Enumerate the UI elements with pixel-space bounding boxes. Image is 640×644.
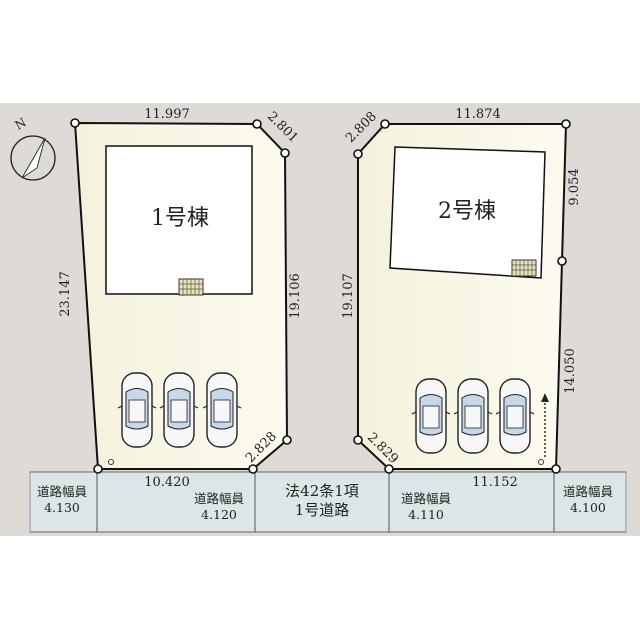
outdoor-unit-icon (511, 259, 537, 277)
lot-1-dim-right: 19.106 (288, 273, 303, 319)
car-icon (117, 372, 157, 448)
lot-2-dim-top: 11.874 (455, 107, 501, 122)
car-icon (453, 378, 493, 454)
road (29, 471, 627, 533)
road-width-label: 道路幅員 (563, 484, 614, 499)
building-1-label: 1号棟 (151, 206, 209, 231)
marker-dot (108, 459, 114, 465)
lot-1-dim-top: 11.997 (144, 107, 190, 122)
marker-dot (538, 459, 544, 465)
lot-1-corners (70, 118, 292, 474)
lot-1-dim-bottom: 10.420 (144, 475, 190, 490)
building-2-label: 2号棟 (438, 199, 496, 224)
lot-2-dim-right-upper: 9.054 (567, 168, 582, 205)
outdoor-unit-icon (178, 278, 204, 296)
car-icon (495, 378, 535, 454)
lot-2-dim-bottom: 11.152 (472, 475, 518, 490)
road-width-value: 4.120 (201, 507, 237, 522)
lot-2-corners (353, 119, 571, 474)
road-type-label: 法42条1項 (285, 482, 359, 500)
road-width-value: 4.110 (408, 507, 444, 522)
car-icon (202, 372, 242, 448)
building-2 (389, 146, 546, 279)
road-type-label: 1号道路 (295, 501, 350, 519)
car-icon (159, 372, 199, 448)
lot-1-dim-left: 23.147 (58, 271, 73, 317)
lot-2-dim-left: 19.107 (341, 273, 356, 319)
road-width-value: 4.100 (570, 500, 606, 515)
road-width-label: 道路幅員 (37, 484, 88, 499)
arrow-icon (541, 393, 549, 457)
road-width-label: 道路幅員 (194, 491, 245, 506)
road-width-label: 道路幅員 (401, 491, 452, 506)
car-icon (411, 378, 451, 454)
building-1 (105, 145, 253, 295)
road-width-value: 4.130 (44, 500, 80, 515)
lot-2-dim-right-lower: 14.050 (563, 348, 578, 394)
